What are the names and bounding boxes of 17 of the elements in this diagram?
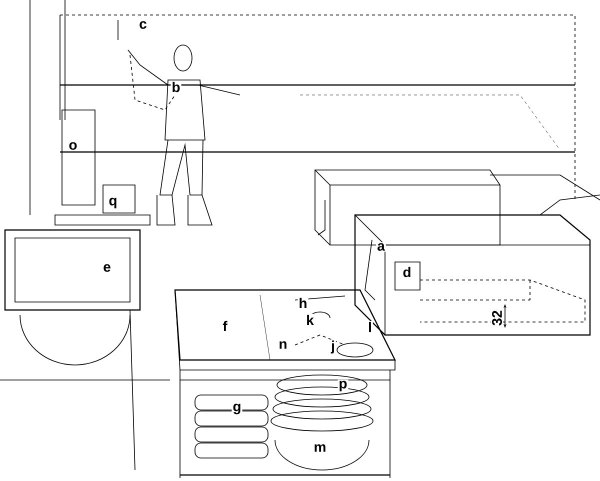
callout-letter: 32 [491, 309, 503, 327]
callout-letter: h [298, 296, 308, 310]
callout-letter: l [367, 320, 373, 334]
callout-letter: p [338, 380, 348, 392]
callout-letter: c [138, 20, 148, 30]
callout-letter: d [402, 266, 412, 278]
callout-letter: m [312, 443, 328, 453]
callout-letter: g [232, 402, 242, 416]
callout-letter: o [68, 141, 78, 151]
callout-letter: e [102, 263, 112, 273]
callout-letter: k [305, 314, 315, 326]
callout-letter: b [170, 80, 182, 94]
callout-letter: j [330, 339, 336, 354]
callout-letter: f [222, 320, 228, 332]
callout-letter: n [278, 340, 288, 350]
callout-letter: q [108, 196, 118, 210]
callout-letter: a [376, 242, 386, 252]
